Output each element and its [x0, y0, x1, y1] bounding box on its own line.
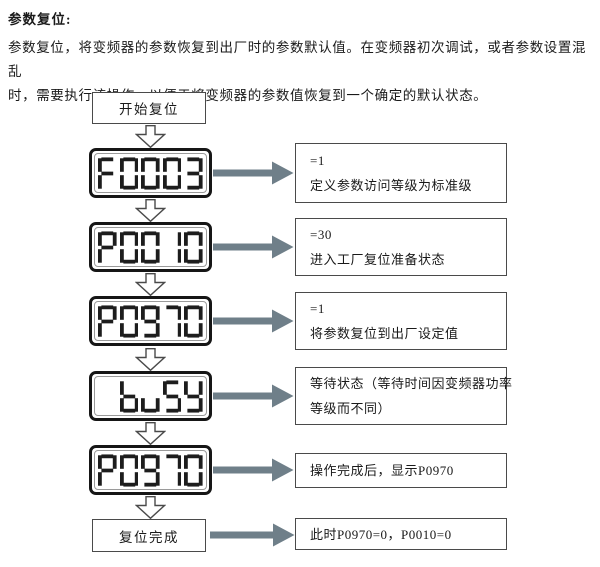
note-line: 定义参数访问等级为标准级 — [310, 178, 473, 193]
intro-line: 参数复位，将变频器的参数恢复到出厂时的参数默认值。在变频器初次调试，或者参数设置… — [8, 40, 587, 79]
flow-end-label: 复位完成 — [119, 529, 179, 545]
lcd-digits — [94, 227, 207, 267]
right-arrow-icon — [213, 309, 294, 333]
down-arrow-icon — [135, 199, 166, 222]
lcd-digits — [94, 376, 207, 416]
note-box-step-2: =30 进入工厂复位准备状态 — [295, 218, 507, 276]
note-line: =1 — [310, 301, 325, 316]
page-title: 参数复位: — [8, 12, 72, 27]
note-box-step-3: =1 将参数复位到出厂设定值 — [295, 292, 507, 350]
down-arrow-icon — [135, 273, 166, 296]
down-arrow-icon — [135, 348, 166, 371]
note-line: 等待状态（等待时间因变频器功率 — [310, 376, 513, 391]
down-arrow-icon — [135, 496, 166, 519]
down-arrow-icon — [135, 125, 166, 148]
lcd-digits — [94, 153, 207, 193]
lcd-display-step-5 — [89, 445, 212, 495]
note-box-step-1: =1 定义参数访问等级为标准级 — [295, 143, 507, 203]
down-arrow-icon — [135, 422, 166, 445]
note-line: =30 — [310, 227, 332, 242]
lcd-display-step-2 — [89, 222, 212, 272]
note-line: 操作完成后，显示P0970 — [310, 463, 454, 478]
note-line: =1 — [310, 153, 325, 168]
note-line: 此时P0970=0，P0010=0 — [310, 526, 452, 542]
note-line: 进入工厂复位准备状态 — [310, 252, 446, 267]
right-arrow-icon — [213, 458, 294, 482]
lcd-digits — [94, 450, 207, 490]
note-box-step-4: 等待状态（等待时间因变频器功率 等级而不同） — [295, 367, 513, 425]
lcd-digits — [94, 301, 207, 341]
note-box-step-5: 操作完成后，显示P0970 — [295, 453, 507, 488]
right-arrow-icon — [213, 384, 294, 408]
note-line: 等级而不同） — [310, 401, 392, 416]
note-line: 将参数复位到出厂设定值 — [310, 326, 459, 341]
lcd-display-step-3 — [89, 296, 212, 346]
right-arrow-icon — [213, 161, 294, 185]
right-arrow-icon — [213, 235, 294, 259]
lcd-display-step-4 — [89, 371, 212, 421]
flow-end-box: 复位完成 — [92, 519, 206, 552]
lcd-display-step-1 — [89, 148, 212, 198]
note-box-end: 此时P0970=0，P0010=0 — [295, 518, 507, 550]
flow-start-label: 开始复位 — [119, 102, 179, 117]
flow-start-box: 开始复位 — [92, 92, 206, 124]
right-arrow-icon — [210, 523, 295, 547]
